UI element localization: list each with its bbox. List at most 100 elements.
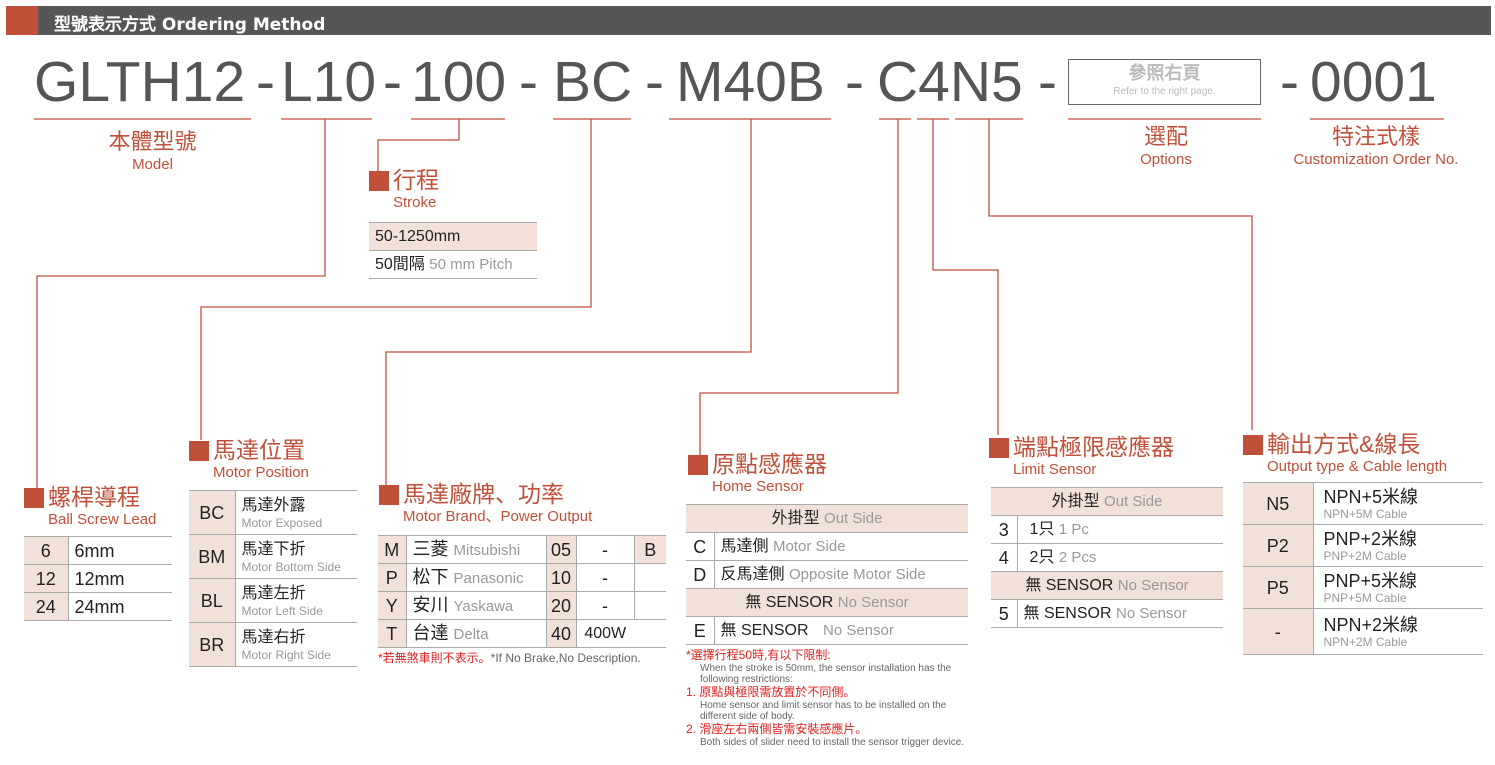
code-custom: 0001 [1310, 50, 1437, 114]
text: Output type & Cable length [1267, 458, 1448, 475]
text: Motor Exposed [241, 516, 323, 530]
table-cell [634, 619, 666, 648]
text: Mitsubishi [453, 541, 521, 559]
header-marker [6, 6, 38, 35]
code-position: BC [553, 50, 633, 114]
table-cell: BR [189, 622, 236, 667]
table-cell: P5 [1243, 566, 1314, 609]
table-cell: 1只 1 Pc [1017, 515, 1223, 544]
text: No Sensor [837, 593, 909, 611]
text: Motor Bottom Side [241, 560, 341, 574]
text [932, 119, 999, 435]
options-placeholder-zh: 參照右頁 [1128, 63, 1201, 83]
options-placeholder-box: 參照右頁 Refer to the right page. [1068, 59, 1261, 105]
text: 輸出方式&線長 [1243, 430, 1447, 458]
table-cell: 台達 Delta [406, 619, 547, 648]
text: Motor Right Side [241, 648, 331, 662]
table-cell: 無 SENSOR No Sensor [686, 588, 968, 617]
table-cell: 馬達下折 Motor Bottom Side [235, 534, 357, 579]
text: 特注式樣 [1331, 124, 1420, 149]
text: Ball Screw Lead [48, 511, 157, 528]
text: *選擇行程50時,有以下限制: [686, 648, 831, 662]
text: 無 SENSOR [1023, 604, 1112, 622]
table-cell: - [576, 535, 635, 564]
text: 50-1250mm 50間隔 50 mm Pitch [369, 222, 537, 279]
text: Out Side [1104, 492, 1163, 510]
code-dash: - [1280, 50, 1299, 114]
text: NPN+2M Cable [1323, 635, 1408, 649]
text: 2. 滑座左右兩側皆需安裝感應片。 [686, 722, 868, 736]
table-cell: 馬達右折 Motor Right Side [235, 622, 357, 667]
text: Stroke [393, 194, 437, 211]
table-cell: 40 [546, 619, 577, 648]
text: 無 SENSOR [745, 593, 834, 611]
table-cell: 4 [991, 543, 1018, 572]
title-en: Ordering Method [161, 15, 326, 35]
text: 馬達右折 [241, 629, 306, 646]
table-cell: 無 SENSOR No Sensor [991, 571, 1223, 600]
text: Customization Order No. [1293, 151, 1459, 168]
text: 無 SENSOR No Sensor [991, 571, 1223, 600]
text: PNP+2M Cable [1323, 549, 1407, 563]
text: 50-1250mm [369, 222, 537, 251]
table-cell: 24mm [68, 592, 172, 621]
text: 行程 [369, 166, 439, 194]
text: Yaskawa [453, 597, 514, 615]
table-cell: - [1243, 608, 1314, 655]
text: *If No Brake,No Description. [490, 651, 641, 665]
text: 1 Pc [1058, 520, 1089, 538]
header-title: 型號表示方式 Ordering Method [54, 10, 325, 35]
stroke-range: 50-1250mm [369, 222, 537, 251]
code-motor: M40B [676, 50, 825, 114]
text: 馬達左折 [241, 585, 306, 602]
text: 馬達下折 [241, 541, 306, 558]
text: 無 SENSOR [1025, 576, 1114, 594]
text: NPN+2米線 [1323, 615, 1419, 635]
text: 無 SENSOR No Sensor [686, 588, 968, 617]
table-cell: 2只 2 Pcs [1017, 543, 1223, 572]
table-cell: 20 [546, 591, 577, 620]
text: Opposite Motor Side [788, 565, 926, 583]
text: Out Side [824, 509, 883, 527]
code-dash: - [1038, 50, 1057, 114]
text [36, 119, 326, 490]
table-cell: 3 [991, 515, 1018, 544]
table-cell: 外掛型 Out Side [991, 487, 1223, 516]
table-cell: Y [378, 591, 407, 620]
text: Both sides of slider need to install the… [700, 737, 965, 748]
stroke-pitch: 50間隔 50 mm Pitch [369, 250, 537, 279]
table-cell: 外掛型 Out Side [686, 504, 968, 533]
table-cell: 10 [546, 563, 577, 592]
code-dash: - [519, 50, 538, 114]
text [34, 118, 1444, 490]
text: 外掛型 [1051, 492, 1100, 510]
text: Limit Sensor [1013, 461, 1097, 478]
text: PNP+5M Cable [1323, 591, 1407, 605]
text: 2只 [1029, 548, 1055, 566]
